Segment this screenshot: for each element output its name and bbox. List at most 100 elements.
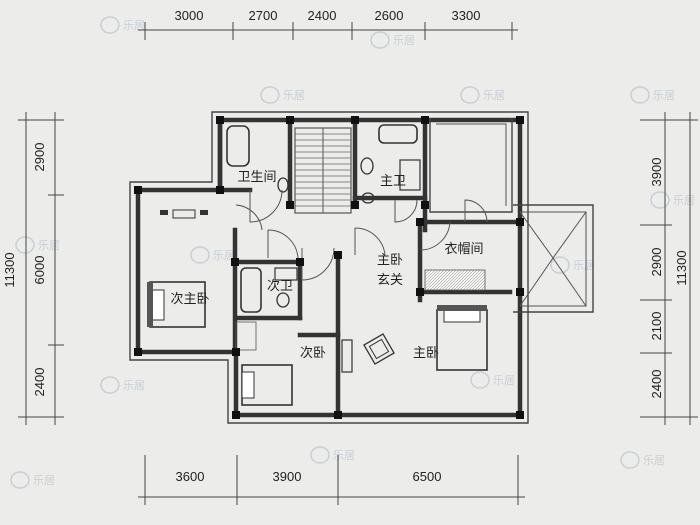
top-dim-2: 2700 (249, 8, 278, 23)
sink-master (399, 159, 421, 191)
watermark-logo: 乐居 (100, 16, 145, 34)
column (334, 251, 342, 259)
watermark-logo: 乐居 (15, 236, 60, 254)
watermark-logo: 乐居 (190, 246, 235, 264)
bottom-dim-3: 6500 (413, 469, 442, 484)
watermark-logo: 乐居 (310, 446, 355, 464)
bed-master (436, 305, 488, 371)
column (416, 288, 424, 296)
top-dimension-line: 3000 2700 2400 2600 3300 (138, 8, 518, 40)
watermark-logo: 乐居 (470, 371, 515, 389)
watermark-logo: 乐居 (620, 451, 665, 469)
column (286, 201, 294, 209)
svg-text:乐居: 乐居 (123, 379, 145, 392)
svg-text:乐居: 乐居 (38, 239, 60, 252)
svg-text:乐居: 乐居 (493, 374, 515, 387)
room-label-second-master: 次主卧 (170, 291, 209, 307)
master-cabinet (341, 339, 353, 373)
floor-plan (129, 111, 594, 424)
watermark-logo: 乐居 (460, 86, 505, 104)
room-label-bathroom: 卫生间 (237, 170, 276, 185)
left-dimension-line: 11300 2900 6000 2400 (2, 112, 64, 425)
outer-wall-outline (129, 111, 529, 424)
bottom-dimension-line: 3600 3900 6500 (138, 455, 525, 505)
top-dim-5: 3300 (452, 8, 481, 23)
staircase (294, 127, 352, 214)
column (351, 116, 359, 124)
toilet-bath (277, 177, 289, 193)
right-dim-1: 3900 (649, 158, 664, 187)
column (516, 218, 524, 226)
left-dim-3: 2400 (32, 368, 47, 397)
column (134, 186, 142, 194)
top-right-balcony (429, 118, 513, 213)
column (286, 116, 294, 124)
svg-text:乐居: 乐居 (123, 19, 145, 32)
svg-text:乐居: 乐居 (393, 34, 415, 47)
bathtub-3 (240, 267, 262, 313)
column (134, 348, 142, 356)
column (416, 218, 424, 226)
watermark-logo: 乐居 (370, 31, 415, 49)
structural-columns (134, 116, 524, 419)
watermark-logo: 乐居 (550, 256, 595, 274)
column (334, 411, 342, 419)
column (232, 348, 240, 356)
right-dim-total: 11300 (674, 250, 689, 285)
column (232, 411, 240, 419)
door-bath (249, 189, 283, 223)
top-dim-4: 2600 (375, 8, 404, 23)
room-label-cloakroom: 衣帽间 (444, 241, 483, 257)
toilet-master (360, 157, 374, 175)
right-balcony (513, 204, 594, 313)
svg-text:乐居: 乐居 (33, 474, 55, 487)
watermark-logo: 乐居 (10, 471, 55, 489)
left-dim-2: 6000 (32, 256, 47, 285)
top-dim-1: 3000 (175, 8, 204, 23)
svg-text:乐居: 乐居 (213, 249, 235, 262)
column (296, 258, 304, 266)
armchair (363, 333, 395, 365)
watermark-logo: 乐居 (650, 191, 695, 209)
column (216, 116, 224, 124)
closet-shelves (424, 269, 486, 291)
svg-text:乐居: 乐居 (573, 259, 595, 272)
room-labels: 卫生间 主卫 主卧 玄关 衣帽间 次主卧 次卫 次卧 主卧 (170, 170, 483, 361)
room-label-second-bath: 次卫 (267, 278, 293, 294)
balcony-roof-lines (519, 211, 587, 307)
room-label-master-foyer-2: 玄关 (377, 273, 403, 288)
column (516, 116, 524, 124)
svg-text:乐居: 乐居 (673, 194, 695, 207)
watermark-logo: 乐居 (100, 376, 145, 394)
bed-second (241, 364, 293, 406)
bathtub-2 (378, 124, 418, 144)
bottom-dim-2: 3900 (273, 469, 302, 484)
left-dim-total: 11300 (2, 252, 17, 287)
svg-text:乐居: 乐居 (643, 454, 665, 467)
column (516, 411, 524, 419)
bed-second-master (147, 281, 206, 328)
top-dim-3: 2400 (308, 8, 337, 23)
svg-text:乐居: 乐居 (283, 89, 305, 102)
bathtub-1 (226, 125, 250, 167)
room-label-master-foyer-1: 主卧 (377, 253, 403, 268)
left-dim-1: 2900 (32, 143, 47, 172)
svg-text:乐居: 乐居 (483, 89, 505, 102)
watermark-logo: 乐居 (630, 86, 675, 104)
svg-text:乐居: 乐居 (333, 449, 355, 462)
right-dim-4: 2400 (649, 370, 664, 399)
column (421, 116, 429, 124)
column (421, 201, 429, 209)
bottom-dim-1: 3600 (176, 469, 205, 484)
column (516, 288, 524, 296)
room-label-master-bedroom: 主卧 (413, 346, 439, 361)
door-cloakroom (419, 221, 451, 251)
toilet-second (276, 292, 290, 308)
column (216, 186, 224, 194)
room-label-second-bedroom: 次卧 (300, 345, 326, 361)
right-dimension-line: 3900 2900 2100 2400 11300 (640, 112, 698, 425)
svg-text:乐居: 乐居 (653, 89, 675, 102)
right-dim-2: 2900 (649, 248, 664, 277)
watermark-logo: 乐居 (260, 86, 305, 104)
